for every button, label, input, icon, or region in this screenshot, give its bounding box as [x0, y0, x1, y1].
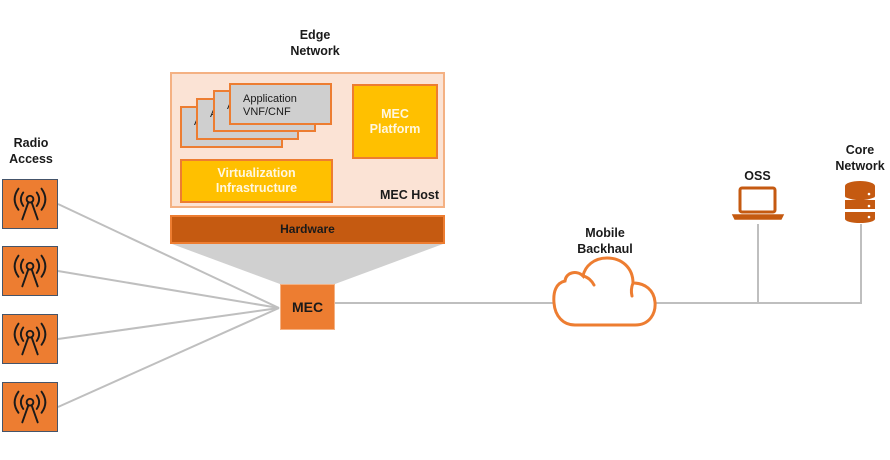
- edge-network-title: Edge Network: [290, 28, 340, 58]
- hardware-layer[interactable]: Hardware: [170, 215, 445, 244]
- radio-tower-3[interactable]: [2, 314, 58, 364]
- hardware-to-mec-funnel: [172, 244, 443, 284]
- cloud-icon: [552, 256, 657, 327]
- radio-tower-4[interactable]: [2, 382, 58, 432]
- radio-tower-icon: [13, 187, 47, 221]
- core-network-title: Core Network: [835, 143, 885, 173]
- radio-tower-2[interactable]: [2, 246, 58, 296]
- mec-node[interactable]: MEC: [280, 284, 335, 330]
- oss-title: OSS: [744, 169, 771, 183]
- radio-tower-icon: [13, 254, 47, 288]
- link-backhaul-core: [655, 224, 862, 304]
- virtualization-infrastructure[interactable]: Virtualization Infrastructure: [180, 159, 333, 203]
- radio-access-title: Radio Access: [9, 136, 53, 166]
- mec-platform[interactable]: MEC Platform: [352, 84, 438, 159]
- link-radio-1-mec: [57, 203, 280, 309]
- link-radio-4-mec: [57, 307, 280, 408]
- mobile-backhaul-title: Mobile Backhaul: [577, 226, 633, 256]
- database-icon: [844, 181, 876, 223]
- laptop-icon: [731, 186, 785, 220]
- radio-tower-1[interactable]: [2, 179, 58, 229]
- link-radio-2-mec: [57, 270, 280, 309]
- radio-tower-icon: [13, 322, 47, 356]
- radio-tower-icon: [13, 390, 47, 424]
- mec-host-label: MEC Host: [379, 188, 439, 202]
- link-radio-3-mec: [57, 307, 280, 340]
- application-vnf-cnf-card[interactable]: Application VNF/CNF: [229, 83, 332, 125]
